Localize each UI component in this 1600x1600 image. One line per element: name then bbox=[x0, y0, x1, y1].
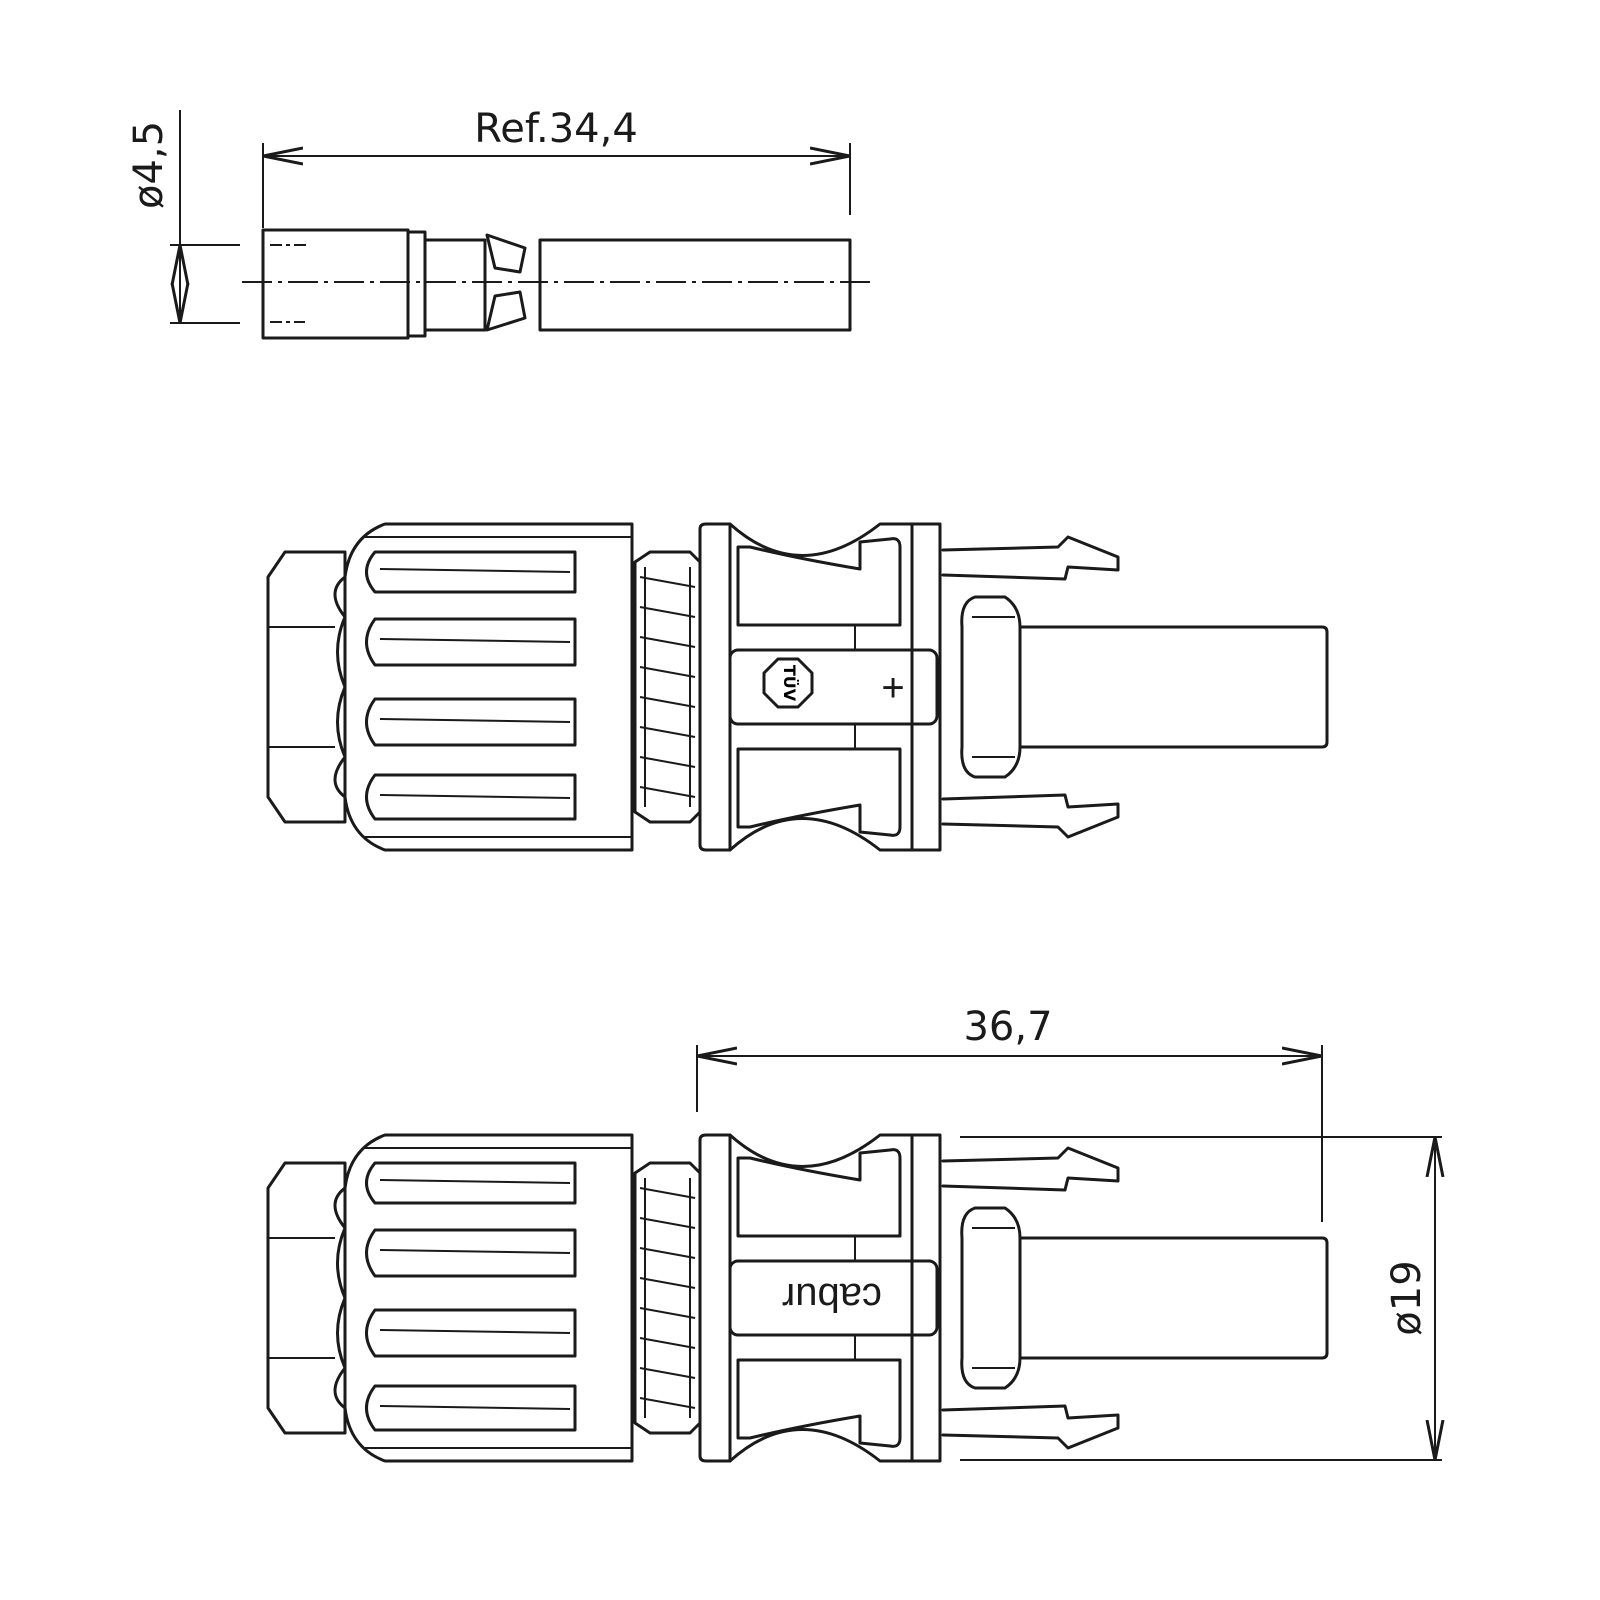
polarity-mark: + bbox=[881, 666, 904, 710]
pin-diameter-dimension: ø4,5 bbox=[126, 121, 172, 209]
connector-length-dimension: 36,7 bbox=[963, 1004, 1052, 1050]
contact-pin-drawing: Ref.34,4 ø4,5 bbox=[126, 106, 875, 340]
brand-text: cabur bbox=[782, 1275, 882, 1319]
svg-text:TÜV: TÜV bbox=[780, 665, 799, 702]
connector-rotated-view: cabur bbox=[266, 1133, 1329, 1463]
connector-dimensions: 36,7 ø19 bbox=[696, 1004, 1442, 1461]
certification-logo-icon: TÜV bbox=[762, 657, 814, 709]
connector-side-view: TÜV + bbox=[266, 522, 1329, 852]
connector-diameter-dimension: ø19 bbox=[1384, 1260, 1430, 1335]
pin-length-dimension: Ref.34,4 bbox=[474, 106, 638, 152]
